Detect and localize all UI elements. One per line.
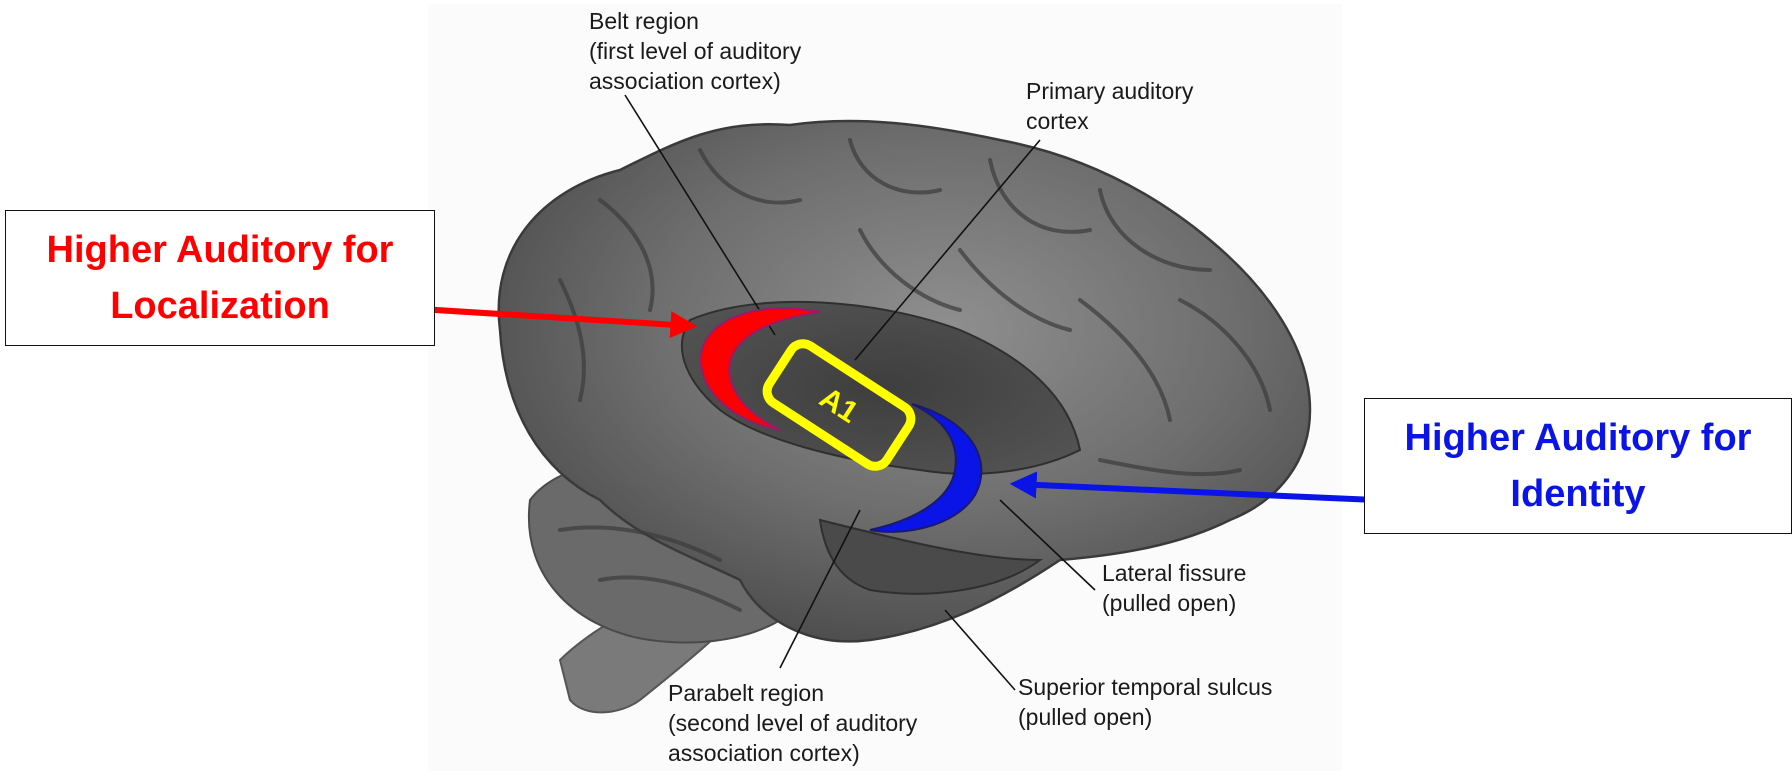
leader-superior <box>945 610 1015 690</box>
localization-callout: Higher Auditory for Localization <box>5 210 435 346</box>
lateral-fissure-label: Lateral fissure (pulled open) <box>1102 558 1246 618</box>
parabelt-region-label: Parabelt region (second level of auditor… <box>668 678 917 768</box>
primary-auditory-label: Primary auditory cortex <box>1026 76 1193 136</box>
superior-temporal-label: Superior temporal sulcus (pulled open) <box>1018 672 1272 732</box>
identity-callout: Higher Auditory for Identity <box>1364 398 1792 534</box>
belt-region-label: Belt region (first level of auditory ass… <box>589 6 801 96</box>
